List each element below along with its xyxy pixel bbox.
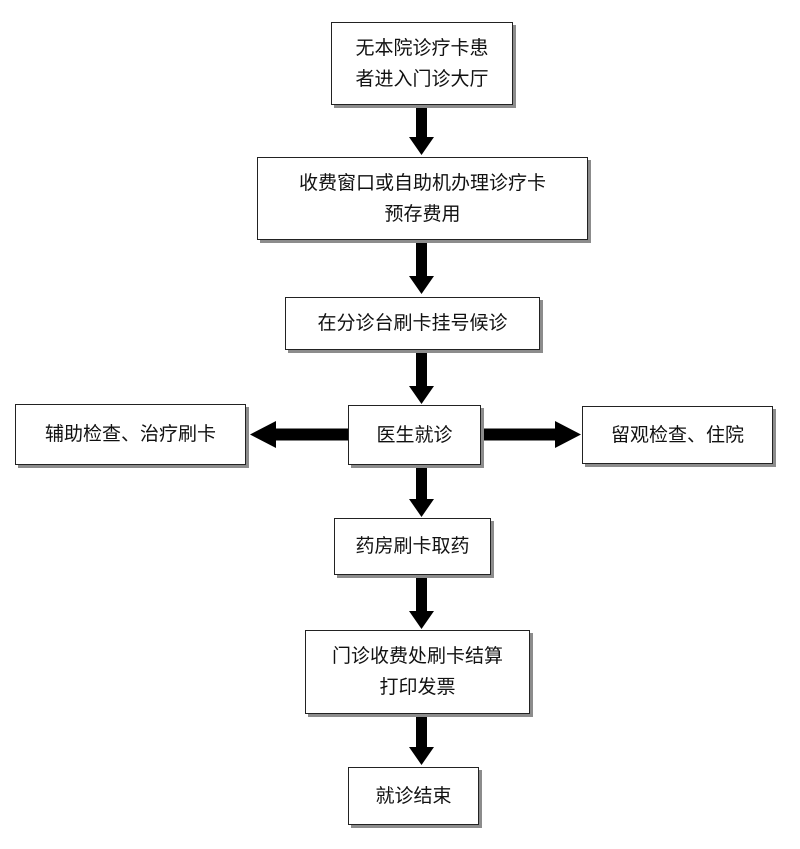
step-register-label: 在分诊台刷卡挂号候诊 <box>317 312 508 334</box>
step-register: 在分诊台刷卡挂号候诊 <box>285 297 540 350</box>
step-deposit-label: 收费窗口或自助机办理诊疗卡 预存费用 <box>298 171 546 225</box>
step-observation-label: 留观检查、住院 <box>610 423 744 446</box>
arrow-down-3 <box>409 351 434 404</box>
step-end: 就诊结束 <box>348 767 479 825</box>
step-end-label: 就诊结束 <box>375 784 452 807</box>
arrow-down-1 <box>409 106 434 155</box>
step-checkout: 门诊收费处刷卡结算 打印发票 <box>305 630 530 714</box>
step-doctor-label: 医生就诊 <box>376 423 453 446</box>
step-deposit: 收费窗口或自助机办理诊疗卡 预存费用 <box>257 157 588 240</box>
step-observation: 留观检查、住院 <box>582 406 773 464</box>
arrow-down-4 <box>409 466 434 517</box>
arrow-down-5 <box>409 576 434 629</box>
step-entry: 无本院诊疗卡患 者进入门诊大厅 <box>331 22 513 105</box>
step-entry-label: 无本院诊疗卡患 者进入门诊大厅 <box>355 36 489 90</box>
arrow-down-6 <box>409 715 434 765</box>
step-pharmacy: 药房刷卡取药 <box>334 518 491 575</box>
step-checkout-label: 门诊收费处刷卡结算 打印发票 <box>331 645 503 698</box>
step-doctor: 医生就诊 <box>348 405 481 465</box>
step-auxiliary: 辅助检查、治疗刷卡 <box>15 404 246 465</box>
arrow-down-2 <box>409 241 434 294</box>
step-pharmacy-label: 药房刷卡取药 <box>355 535 470 557</box>
arrow-right <box>481 421 581 448</box>
step-auxiliary-label: 辅助检查、治疗刷卡 <box>44 423 216 445</box>
arrow-left <box>250 421 348 448</box>
